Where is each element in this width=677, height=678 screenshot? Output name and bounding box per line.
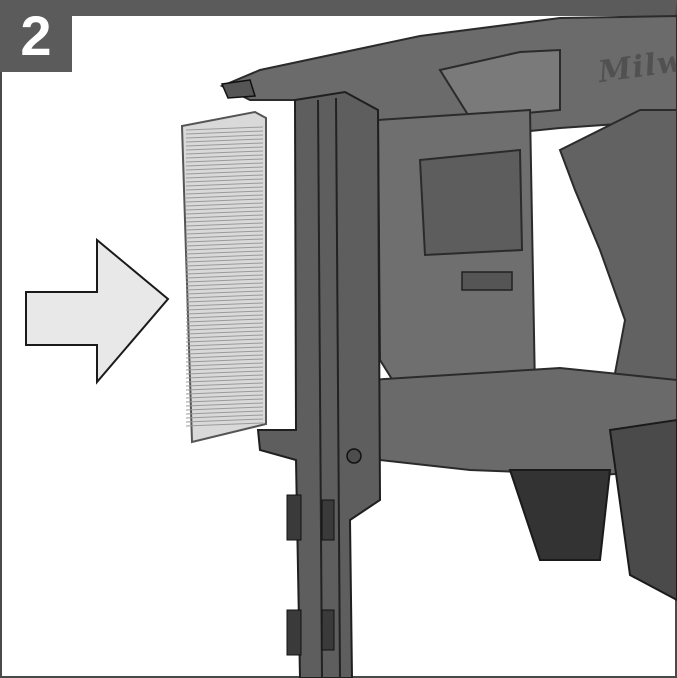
nail-line (185, 350, 264, 355)
nail-line (185, 374, 264, 379)
nail-line (185, 310, 264, 315)
nail-line (185, 230, 264, 235)
nail-line (185, 246, 264, 251)
nail-line (185, 226, 264, 231)
nail-line (185, 186, 264, 191)
nail-line (185, 306, 264, 311)
nail-line (185, 138, 264, 143)
nail-line (185, 242, 264, 247)
nail-line (185, 170, 264, 175)
nail-line (185, 322, 264, 327)
nail-line (185, 182, 264, 187)
nail-line (185, 338, 264, 343)
nail-line (185, 134, 264, 139)
nailer-tool (219, 14, 677, 678)
nail-line (185, 370, 264, 375)
nail-line (185, 414, 264, 419)
nail-line (185, 218, 264, 223)
nail-line (185, 202, 264, 207)
nail-line (185, 346, 264, 351)
nail-line (185, 278, 264, 283)
nail-line (185, 282, 264, 287)
step-number-badge: 2 (0, 0, 72, 72)
nail-line (185, 266, 264, 271)
nail-line (185, 222, 264, 227)
nail-line (185, 214, 264, 219)
nail-line (185, 206, 264, 211)
nail-line (185, 238, 264, 243)
nail-line (185, 378, 264, 383)
nail-line (185, 422, 264, 427)
nail-line (185, 318, 264, 323)
nail-line (185, 402, 264, 407)
nail-line (185, 342, 264, 347)
nail-line (185, 194, 264, 199)
nail-line (185, 294, 264, 299)
nail-line (185, 358, 264, 363)
nail-line (185, 178, 264, 183)
nail-line (185, 154, 264, 159)
nail-strip (180, 110, 267, 444)
nail-line (185, 298, 264, 303)
nail-line (185, 362, 264, 367)
nail-line (185, 270, 264, 275)
nail-line (185, 190, 264, 195)
nail-line (185, 142, 264, 147)
nail-line (185, 130, 264, 135)
nail-line (185, 386, 264, 391)
nail-line (185, 174, 264, 179)
nail-line (185, 150, 264, 155)
nail-line (185, 382, 264, 387)
nail-line (185, 418, 264, 423)
nail-line (185, 406, 264, 411)
nail-line (185, 354, 264, 359)
nail-line (185, 330, 264, 335)
nail-line (185, 398, 264, 403)
nail-line (185, 326, 264, 331)
nail-line (185, 166, 264, 171)
nail-line (185, 258, 264, 263)
nail-line (185, 410, 264, 415)
nail-line (185, 158, 264, 163)
nail-line (185, 334, 264, 339)
nail-line (185, 210, 264, 215)
nail-line (185, 290, 264, 295)
nail-line (185, 394, 264, 399)
nail-line (185, 126, 264, 131)
nail-line (185, 198, 264, 203)
nail-line (185, 302, 264, 307)
nail-line (185, 254, 264, 259)
nail-line (185, 314, 264, 319)
nail-line (185, 286, 264, 291)
nail-line (185, 262, 264, 267)
nail-line (185, 162, 264, 167)
nail-line (185, 146, 264, 151)
nail-line (185, 234, 264, 239)
insert-direction-arrow (25, 237, 170, 385)
nail-line (185, 274, 264, 279)
nail-line (185, 366, 264, 371)
nail-line (185, 250, 264, 255)
nail-line (185, 390, 264, 395)
